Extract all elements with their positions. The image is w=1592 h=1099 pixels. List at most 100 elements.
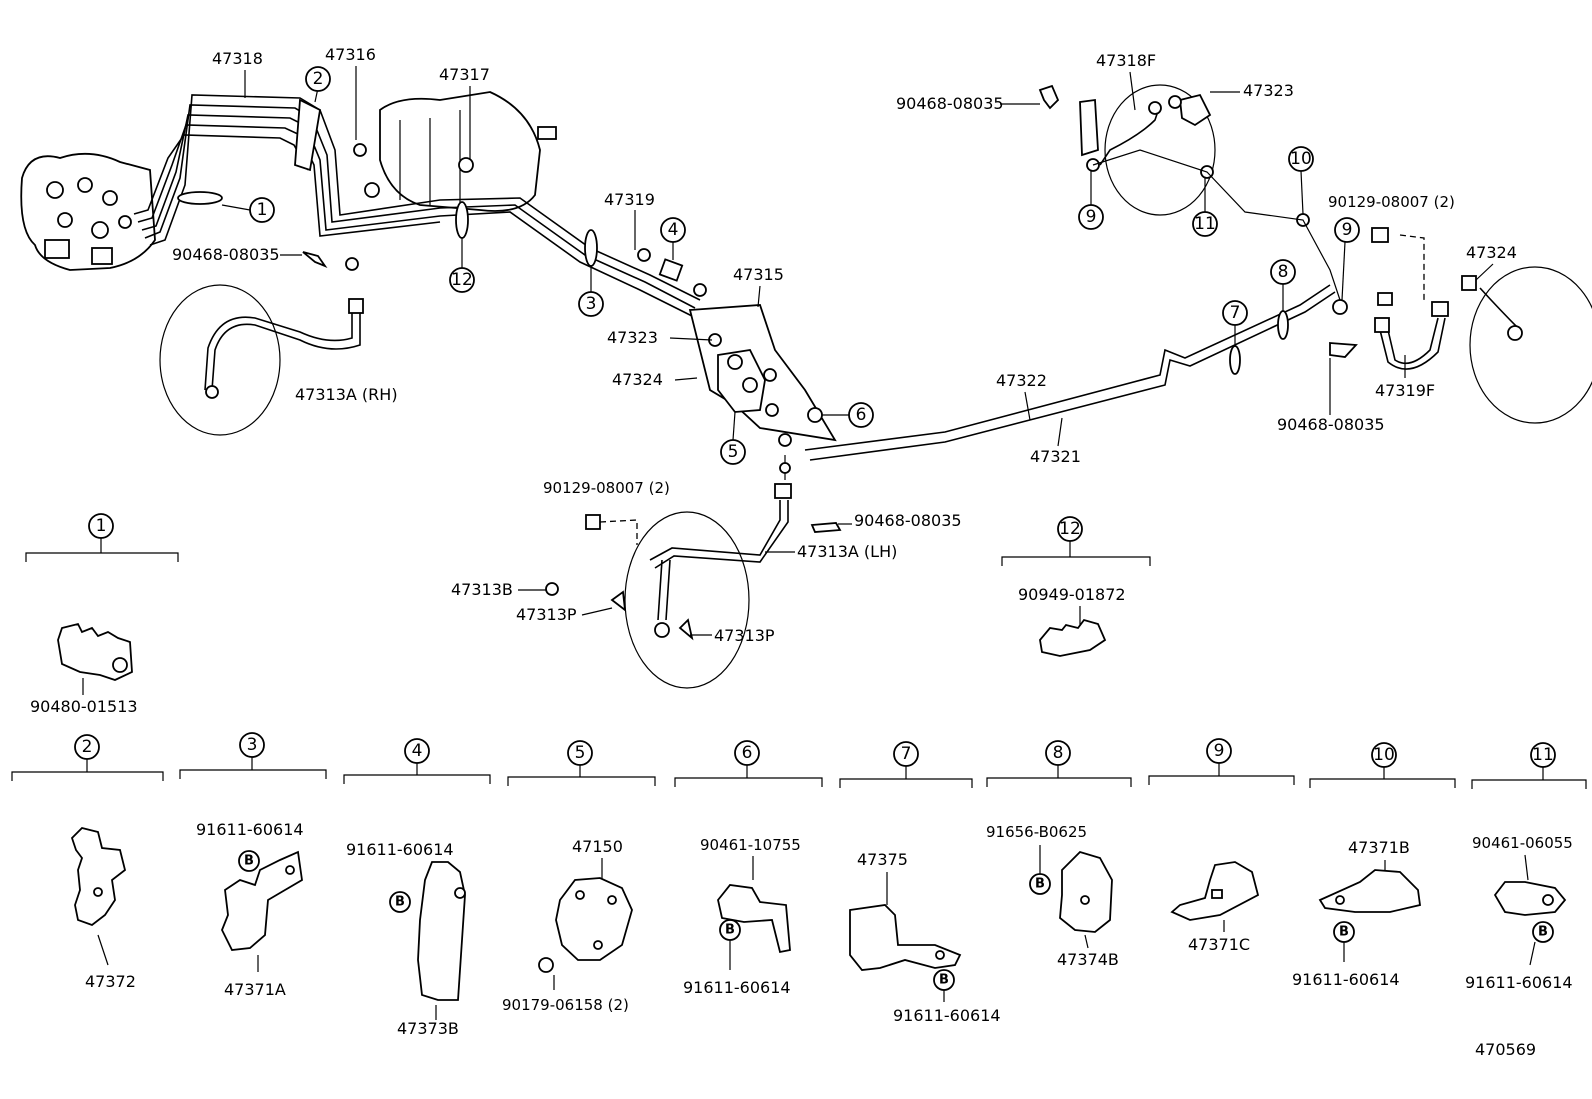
detail-6-number: 6 [742,743,753,763]
detail-11-bolt: 91611-60614 [1465,973,1573,992]
label-47315: 47315 [733,265,784,284]
rear-brake-lines [804,284,1348,461]
label-47313p-a: 47313P [516,605,577,624]
label-47313a-rh: 47313A (RH) [295,385,398,404]
callout-6: 6 [856,405,867,425]
small-clips [302,251,842,641]
detail-11-number: 11 [1532,745,1554,765]
detail-3-bolt: 91611-60614 [196,820,304,839]
detail-6: 6 90461-10755 B 91611-60614 [674,740,823,997]
label-90468-08035-b: 90468-08035 [854,511,962,530]
detail-8-bolt: 91656-B0625 [986,823,1087,841]
detail-10-number: 10 [1373,745,1395,765]
detail-12: 12 90949-01872 [1001,516,1151,657]
callout-11: 11 [1194,214,1216,234]
master-cylinder-drawing [345,91,557,271]
label-90468-08035-d: 90468-08035 [1277,415,1385,434]
detail-12-number: 12 [1059,519,1081,539]
detail-3-part: 47371A [224,980,286,999]
callout-2: 2 [313,69,324,89]
callout-12: 12 [451,270,473,290]
label-47313b: 47313B [451,580,513,599]
detail-5: 5 47150 90179-06158 (2) [502,740,656,1014]
rear-right-hose [1329,227,1592,424]
detail-7-part: 47375 [857,850,908,869]
detail-9-number: 9 [1214,741,1225,761]
rear-left-hose [624,455,792,689]
callout-7: 7 [1230,303,1241,323]
callout-8: 8 [1278,262,1289,282]
detail-4-number: 4 [412,741,423,761]
label-47324: 47324 [612,370,663,389]
detail-5-part: 47150 [572,837,623,856]
detail-1: 1 90480-01513 [25,513,179,716]
callout-10: 10 [1290,149,1312,169]
detail-2: 2 47372 [11,734,164,991]
detail-8-part: 47374B [1057,950,1119,969]
label-47319f: 47319F [1375,381,1435,400]
detail-4-part: 47373B [397,1019,459,1038]
detail-1-number: 1 [96,516,107,536]
callout-9: 9 [1086,207,1097,227]
detail-4-b-mark: B [395,895,405,910]
detail-4-bolt: 91611-60614 [346,840,454,859]
detail-6-top: 90461-10755 [700,836,801,854]
label-47321: 47321 [1030,447,1081,466]
main-labels: 47318 47316 47317 47319 47315 47323 4732… [172,45,1517,645]
detail-6-bolt: 91611-60614 [683,978,791,997]
abs-actuator-drawing [20,152,156,271]
callout-5: 5 [728,442,739,462]
label-47319: 47319 [604,190,655,209]
callout-4: 4 [668,220,679,240]
detail-2-part: 47372 [85,972,136,991]
detail-5-screw: 90179-06158 (2) [502,996,629,1014]
label-47323-rear: 47323 [1243,81,1294,100]
detail-8-number: 8 [1053,743,1064,763]
proportioning-valve-drawing [688,304,837,447]
label-47324-rear: 47324 [1466,243,1517,262]
label-90468-08035-a: 90468-08035 [172,245,280,264]
callout-9b: 9 [1342,220,1353,240]
detail-3-number: 3 [247,735,258,755]
callout-3: 3 [586,294,597,314]
label-47316: 47316 [325,45,376,64]
detail-7-number: 7 [901,744,912,764]
detail-3-b-mark: B [244,854,254,869]
rear-upper-assembly [1038,84,1341,301]
label-90468-08035-c: 90468-08035 [896,94,1004,113]
detail-10-part: 47371B [1348,838,1410,857]
detail-7-b-mark: B [939,973,949,988]
detail-10-bolt: 91611-60614 [1292,970,1400,989]
detail-7-bolt: 91611-60614 [893,1006,1001,1025]
detail-7: 7 47375 B 91611-60614 [839,741,1001,1025]
label-47318f: 47318F [1096,51,1156,70]
detail-2-number: 2 [82,737,93,757]
front-right-hose [159,284,364,436]
detail-6-b-mark: B [725,923,735,938]
main-callouts: 1 2 3 4 5 6 7 8 9 9 10 11 [221,66,1360,465]
detail-8: 8 91656-B0625 B 47374B [986,740,1132,969]
detail-10-b-mark: B [1339,925,1349,940]
detail-5-number: 5 [575,743,586,763]
detail-1-part: 90480-01513 [30,697,138,716]
detail-3: 3 91611-60614 B 47371A [179,732,327,999]
detail-11: 11 90461-06055 B 91611-60614 [1465,742,1587,992]
label-47313a-lh: 47313A (LH) [797,542,897,561]
label-47317: 47317 [439,65,490,84]
callout-1: 1 [257,200,268,220]
detail-8-b-mark: B [1035,877,1045,892]
detail-12-part: 90949-01872 [1018,585,1126,604]
label-90129-08007-b: 90129-08007 (2) [1328,193,1455,211]
label-47322: 47322 [996,371,1047,390]
label-47313p-b: 47313P [714,626,775,645]
label-47318: 47318 [212,49,263,68]
detail-11-top: 90461-06055 [1472,834,1573,852]
detail-4: 4 91611-60614 B 47373B [343,738,491,1038]
detail-10: 10 47371B B 91611-60614 [1292,742,1456,989]
detail-11-b-mark: B [1538,925,1548,940]
diagram-id: 470569 [1475,1040,1536,1059]
detail-9-part: 47371C [1188,935,1250,954]
detail-9: 9 47371C [1148,738,1295,954]
label-90129-08007-a: 90129-08007 (2) [543,479,670,497]
